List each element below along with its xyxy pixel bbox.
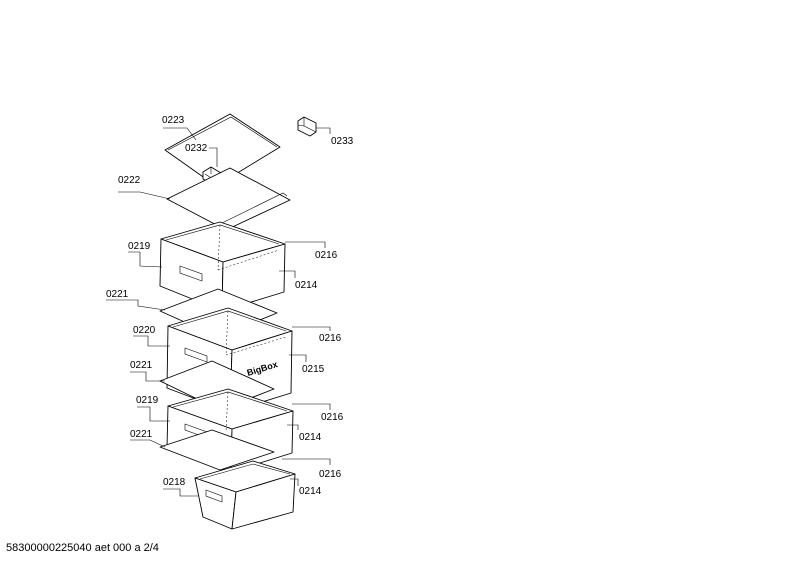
- callout-0214-lower: 0214: [299, 432, 322, 443]
- document-id: 58300000225040 aet 000 a 2/4: [6, 542, 159, 554]
- cover-plate: [164, 113, 281, 187]
- callout-0214-upper: 0214: [295, 280, 318, 291]
- callout-0215: 0215: [302, 364, 325, 375]
- callout-0216-bigbox: 0216: [319, 333, 342, 344]
- leader-lines: [106, 127, 331, 497]
- callout-0216-lower: 0216: [321, 412, 344, 423]
- callout-0214-bottom: 0214: [299, 486, 322, 497]
- callout-0221-first: 0221: [106, 289, 129, 300]
- callout-0218: 0218: [163, 477, 186, 488]
- callout-0219-lower: 0219: [136, 395, 159, 406]
- callout-0216-bottom: 0216: [319, 469, 342, 480]
- drawer-bottom: [194, 460, 296, 530]
- callout-0220: 0220: [133, 325, 156, 336]
- clip-separate: [297, 116, 317, 137]
- callout-0219-upper: 0219: [128, 241, 151, 252]
- callout-0233: 0233: [331, 136, 354, 147]
- callout-0216-upper: 0216: [315, 250, 338, 261]
- glass-shelf: [166, 167, 291, 231]
- callout-0221-second: 0221: [130, 360, 153, 371]
- callout-0221-third: 0221: [130, 429, 153, 440]
- callout-0222: 0222: [118, 175, 141, 186]
- divider-shelf-3: [159, 429, 275, 471]
- callout-0232: 0232: [185, 143, 208, 154]
- callout-0223: 0223: [162, 115, 185, 126]
